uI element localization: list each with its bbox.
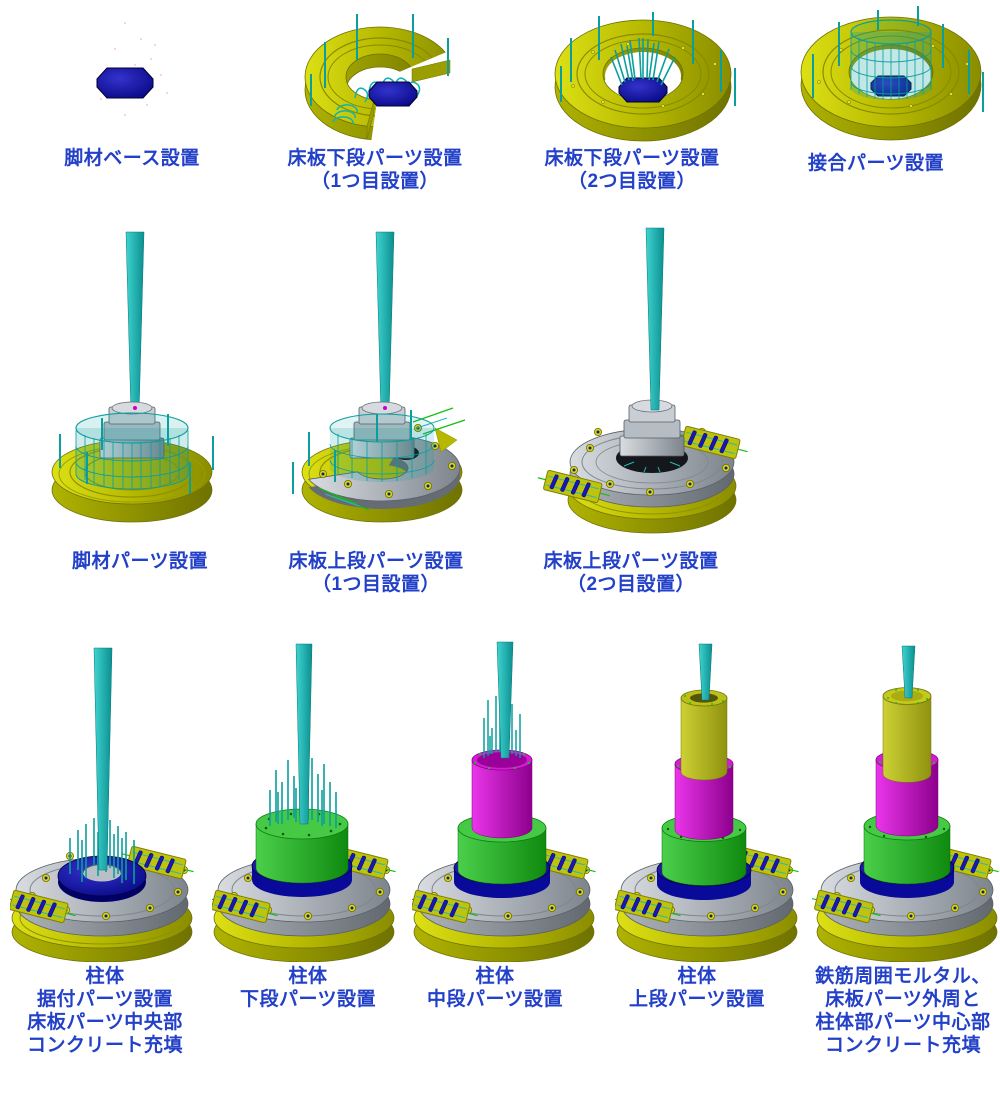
caption-step-12: 鉄筋周囲モルタル、 床板パーツ外周と 柱体部パーツ中心部 コンクリート充填	[815, 966, 991, 1056]
caption-step-10: 柱体 中段パーツ設置	[426, 966, 564, 1010]
rebar-pins	[59, 414, 214, 494]
step-12-illustration	[812, 645, 1000, 962]
caption-step-7: 床板上段パーツ設置 （2つ目設置）	[543, 551, 719, 595]
rebar-mesh-cage	[329, 413, 435, 482]
step-1-illustration	[96, 22, 168, 116]
base-octagon	[96, 67, 154, 99]
steel-column-mast	[93, 647, 113, 871]
caption-step-11: 柱体 上段パーツ設置	[628, 966, 766, 1010]
column-middle-magenta	[471, 749, 533, 839]
model-step-4	[783, 2, 999, 142]
step-2-illustration	[304, 14, 494, 142]
step-4-illustration	[800, 6, 984, 141]
model-step-2	[285, 2, 495, 142]
model-step-6	[285, 222, 530, 544]
model-step-11	[615, 640, 815, 962]
step-10-illustration	[412, 641, 599, 962]
caption-step-9: 柱体 下段パーツ設置	[239, 966, 377, 1010]
spatter-dots	[100, 22, 168, 116]
steel-column-mast	[295, 643, 313, 825]
step-11-illustration	[615, 643, 802, 962]
rebar-crown	[610, 37, 676, 86]
step-8-illustration	[10, 647, 197, 962]
model-step-12	[812, 640, 1000, 962]
base-octagon	[618, 77, 668, 103]
base-octagon	[368, 81, 418, 107]
rebar-sticks	[69, 816, 135, 884]
steel-column-mast	[901, 645, 916, 699]
caption-step-8: 柱体 据付パーツ設置 床板パーツ中央部 コンクリート充填	[26, 966, 183, 1056]
rebar-mesh-cage	[75, 412, 189, 490]
rebar-sticks	[483, 692, 521, 758]
caption-step-6: 床板上段パーツ設置 （1つ目設置）	[288, 551, 464, 595]
rebar-pins	[812, 6, 984, 112]
column-lower-green	[255, 808, 349, 884]
steel-column-mast	[125, 231, 145, 415]
model-step-9	[212, 640, 412, 962]
leg-step-blocks	[619, 399, 685, 457]
steel-column-mast	[645, 227, 665, 411]
step-6-illustration	[292, 231, 466, 523]
column-upper-olive-filled	[882, 687, 932, 783]
rebar-pins	[292, 410, 412, 494]
caption-step-4: 接合パーツ設置	[807, 153, 945, 174]
step-5-illustration	[51, 231, 214, 523]
steel-column-mast	[698, 643, 713, 701]
step-7-illustration	[534, 227, 751, 534]
model-step-5	[40, 222, 285, 544]
caption-step-3: 床板下段パーツ設置 （2つ目設置）	[544, 148, 720, 192]
step-3-illustration	[554, 12, 736, 142]
steel-column-mast	[375, 231, 395, 415]
caption-step-5: 脚材パーツ設置	[71, 551, 209, 572]
leg-step-blocks	[349, 401, 415, 459]
rebar-pins	[560, 12, 736, 106]
model-step-1	[55, 5, 205, 140]
coupler-lines	[318, 407, 466, 511]
step-9-illustration	[212, 643, 399, 962]
caption-step-2: 床板下段パーツ設置 （1つ目設置）	[287, 148, 463, 192]
model-step-3	[533, 2, 755, 142]
steel-column-mast	[496, 641, 514, 759]
rebar-pins	[310, 14, 449, 106]
column-upper-olive	[680, 689, 728, 781]
model-step-10	[412, 640, 612, 962]
rebar-mesh-cage	[850, 19, 932, 100]
model-step-7	[532, 222, 777, 544]
caption-step-1: 脚材ベース設置	[64, 148, 200, 169]
model-step-8	[10, 640, 210, 962]
